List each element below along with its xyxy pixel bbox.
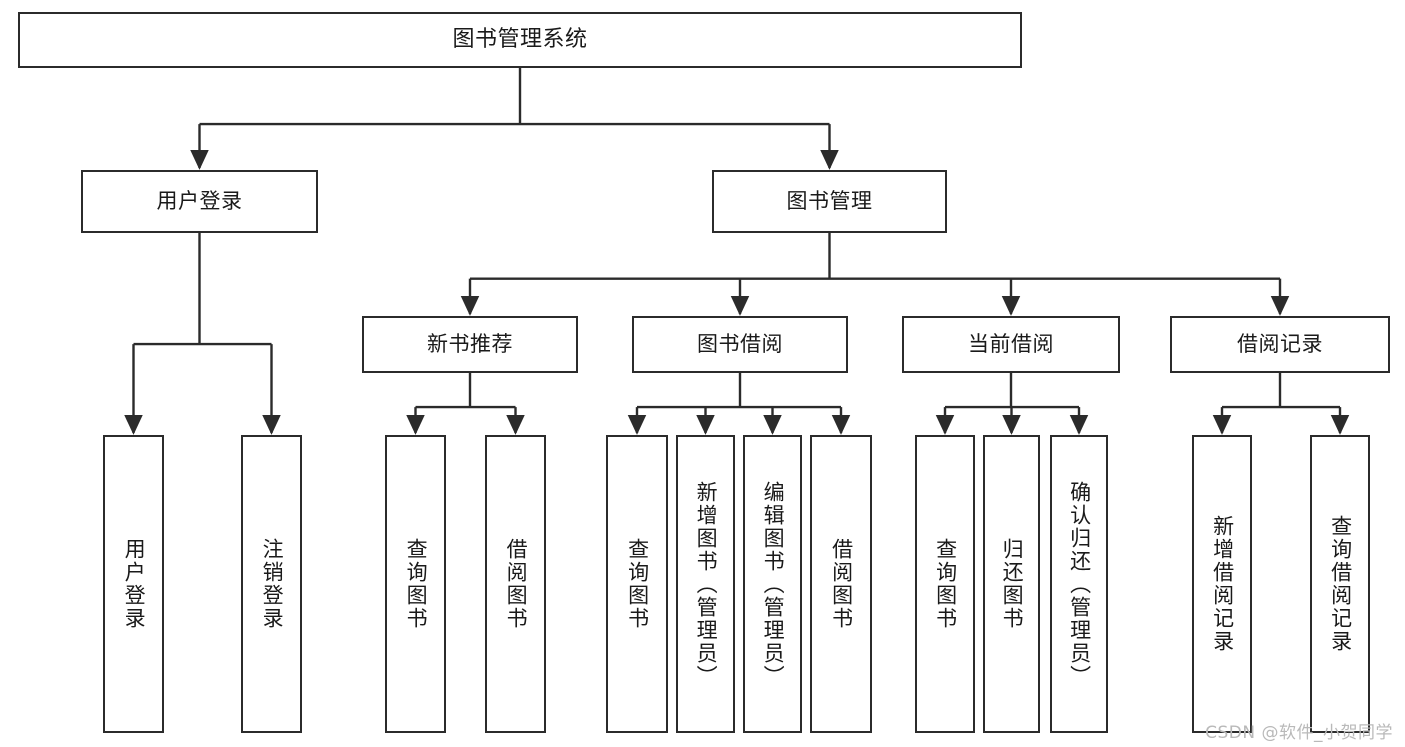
node-newbook[interactable]: 新书推荐 xyxy=(362,316,578,373)
node-label: 新增图书（管理员） xyxy=(694,480,719,688)
watermark-text: CSDN @软件_小贺同学 xyxy=(1205,723,1393,743)
node-label: 图书管理系统 xyxy=(452,26,588,52)
node-current[interactable]: 当前借阅 xyxy=(902,316,1120,373)
node-bookmgmt[interactable]: 图书管理 xyxy=(712,170,947,233)
node-c1[interactable]: 查询图书 xyxy=(915,435,975,733)
node-r2[interactable]: 查询借阅记录 xyxy=(1310,435,1370,733)
node-b3[interactable]: 编辑图书（管理员） xyxy=(743,435,802,733)
node-label: 确认归还（管理员） xyxy=(1067,480,1092,688)
node-label: 新增借阅记录 xyxy=(1210,515,1235,653)
node-b4[interactable]: 借阅图书 xyxy=(810,435,872,733)
node-label: 当前借阅 xyxy=(968,331,1054,356)
node-label: 借阅记录 xyxy=(1237,331,1323,356)
node-label: 图书借阅 xyxy=(697,331,783,356)
node-r1[interactable]: 新增借阅记录 xyxy=(1192,435,1252,733)
node-label: 新书推荐 xyxy=(427,331,513,356)
node-label: 注销登录 xyxy=(260,538,285,630)
node-l2[interactable]: 注销登录 xyxy=(241,435,302,733)
node-n1[interactable]: 查询图书 xyxy=(385,435,446,733)
node-root[interactable]: 图书管理系统 xyxy=(18,12,1022,68)
node-label: 借阅图书 xyxy=(829,538,854,630)
node-b2[interactable]: 新增图书（管理员） xyxy=(676,435,735,733)
node-borrow[interactable]: 图书借阅 xyxy=(632,316,848,373)
node-label: 用户登录 xyxy=(156,188,243,213)
node-c2[interactable]: 归还图书 xyxy=(983,435,1040,733)
node-label: 借阅图书 xyxy=(504,538,529,630)
node-label: 用户登录 xyxy=(122,538,147,630)
node-login[interactable]: 用户登录 xyxy=(81,170,318,233)
node-label: 查询图书 xyxy=(404,538,429,630)
node-label: 查询图书 xyxy=(625,538,650,630)
node-c3[interactable]: 确认归还（管理员） xyxy=(1050,435,1108,733)
node-label: 查询图书 xyxy=(933,538,958,630)
node-label: 图书管理 xyxy=(786,188,873,213)
node-n2[interactable]: 借阅图书 xyxy=(485,435,546,733)
node-label: 查询借阅记录 xyxy=(1328,515,1353,653)
node-label: 归还图书 xyxy=(1000,538,1025,630)
node-label: 编辑图书（管理员） xyxy=(761,480,786,688)
node-records[interactable]: 借阅记录 xyxy=(1170,316,1390,373)
node-b1[interactable]: 查询图书 xyxy=(606,435,668,733)
node-l1[interactable]: 用户登录 xyxy=(103,435,164,733)
